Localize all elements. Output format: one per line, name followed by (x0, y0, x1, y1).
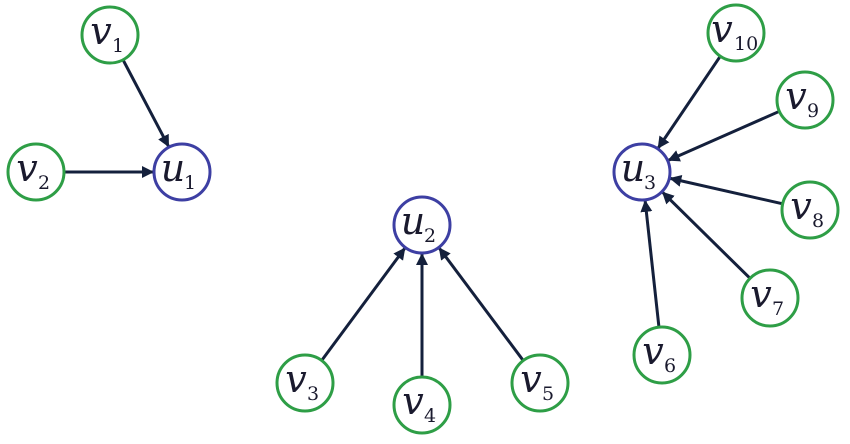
node-subscript-v10: 10 (734, 33, 758, 55)
node-label-u2: u (401, 199, 425, 243)
node-label-v1: v (90, 9, 112, 53)
node-circle-v9 (775, 70, 835, 130)
node-subscript-u3: 3 (644, 172, 656, 194)
edges-layer (64, 55, 784, 377)
node-circle-v5 (510, 353, 570, 413)
node-subscript-u1: 1 (184, 172, 196, 194)
edge-v7-to-u3 (661, 191, 752, 280)
edge-v10-to-u3 (657, 55, 722, 149)
node-subscript-v8: 8 (812, 210, 824, 232)
node-label-v10: v (711, 7, 733, 51)
node-label-u3: u (621, 146, 645, 190)
node-label-v2: v (16, 146, 38, 190)
edge-v6-to-u3 (640, 199, 661, 328)
node-subscript-v7: 7 (772, 298, 784, 320)
node-circle-v6 (632, 325, 692, 385)
node-label-v7: v (750, 272, 772, 316)
node-u2: u2 (392, 195, 452, 255)
node-subscript-u2: 2 (424, 225, 436, 247)
node-subscript-v4: 4 (424, 405, 436, 427)
node-circle-v8 (780, 180, 840, 240)
node-u3: u3 (612, 142, 672, 202)
node-circle-v4 (392, 375, 452, 435)
node-subscript-v9: 9 (807, 100, 819, 122)
node-label-v8: v (790, 184, 812, 228)
node-label-u1: u (161, 146, 185, 190)
node-circle-u2 (392, 195, 452, 255)
node-label-v5: v (520, 357, 542, 401)
node-subscript-v1: 1 (112, 35, 124, 57)
edge-v1-to-u1 (121, 59, 170, 148)
node-circle-v1 (80, 5, 140, 65)
node-subscript-v3: 3 (307, 383, 319, 405)
node-label-v9: v (785, 74, 807, 118)
node-label-v3: v (285, 357, 307, 401)
node-circle-v7 (740, 268, 800, 328)
node-subscript-v2: 2 (38, 172, 50, 194)
node-circle-v10 (706, 3, 766, 63)
node-u1: u1 (152, 142, 212, 202)
node-label-v4: v (402, 379, 424, 423)
node-subscript-v5: 5 (542, 383, 554, 405)
node-circle-v3 (275, 353, 335, 413)
node-label-v6: v (642, 329, 664, 373)
node-subscript-v6: 6 (664, 355, 676, 377)
edge-v3-to-u2 (320, 247, 406, 362)
edge-v9-to-u3 (667, 109, 780, 162)
node-circle-v2 (6, 142, 66, 202)
node-circle-u3 (612, 142, 672, 202)
edge-v8-to-u3 (669, 174, 784, 206)
node-circle-u1 (152, 142, 212, 202)
edge-v5-to-u2 (438, 247, 525, 362)
